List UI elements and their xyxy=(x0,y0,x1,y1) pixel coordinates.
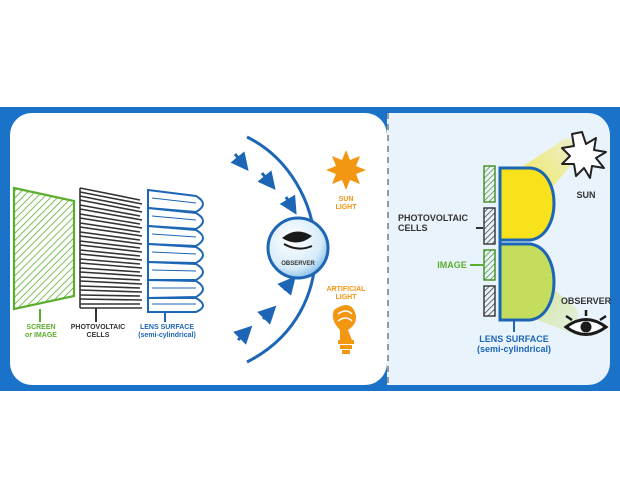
eye-icon xyxy=(563,310,609,336)
right-leader-lines xyxy=(470,227,515,332)
screen-label-line2: or IMAGE xyxy=(25,332,57,340)
screen-image-shape xyxy=(12,186,76,311)
sun-icon xyxy=(561,131,607,179)
artificial-light-line1: ARTIFICIAL xyxy=(326,286,366,293)
sun-light-line2: LIGHT xyxy=(335,204,357,212)
artificial-light-line2: LIGHT xyxy=(335,294,357,302)
right-cells-line1: PHOTOVOLTAIC xyxy=(398,213,469,223)
right-sun-label: SUN xyxy=(576,190,596,200)
lightbulb-icon xyxy=(332,305,356,354)
left-leader-lines xyxy=(39,308,166,322)
right-lens-label: LENS SURFACE (semi-cylindrical) xyxy=(466,334,562,355)
photovoltaic-cells-stack xyxy=(79,187,143,309)
photovoltaic-cells-label: PHOTOVOLTAIC CELLS xyxy=(68,324,128,340)
sun-light-label: SUN LIGHT xyxy=(326,196,366,212)
observer-bubble xyxy=(266,216,330,280)
arrow-icon xyxy=(230,151,297,345)
lens-surface-label: LENS SURFACE (semi-cylindrical) xyxy=(132,324,202,340)
right-image-label: IMAGE xyxy=(437,260,467,270)
right-lens-line2: (semi-cylindrical) xyxy=(476,344,552,355)
lens-label-line1: LENS SURFACE xyxy=(139,324,195,331)
right-cells-stack xyxy=(483,165,496,317)
cells-label-line1: PHOTOVOLTAIC xyxy=(70,324,126,331)
lens-label-line2: (semi-cylindrical) xyxy=(138,332,196,340)
right-observer-label: OBSERVER xyxy=(560,296,612,306)
sun-icon xyxy=(326,150,366,190)
right-photovoltaic-label: PHOTOVOLTAIC CELLS xyxy=(398,213,472,234)
right-cells-line2: CELLS xyxy=(398,223,428,234)
right-lens-shape xyxy=(498,166,556,322)
lens-inner-lines xyxy=(151,197,197,305)
right-lens-line1: LENS SURFACE xyxy=(479,334,549,344)
sun-light-line1: SUN xyxy=(338,196,354,203)
screen-label-line1: SCREEN xyxy=(26,324,56,331)
screen-image-label: SCREEN or IMAGE xyxy=(16,324,66,340)
lens-surface-shape xyxy=(147,188,204,313)
artificial-light-label: ARTIFICIAL LIGHT xyxy=(320,286,372,302)
cells-label-line2: CELLS xyxy=(86,332,110,340)
observer-label: OBSERVER xyxy=(281,261,315,267)
